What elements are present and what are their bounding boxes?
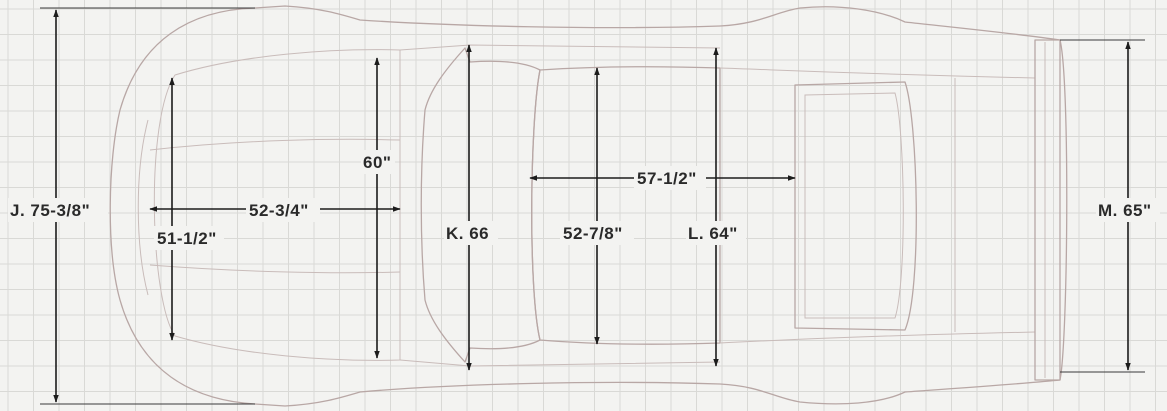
extension-lines: [40, 7, 1145, 405]
front-bumper-line: [137, 119, 149, 296]
label-hood-length: 52-3/4": [249, 201, 309, 220]
label-k: K. 66: [446, 224, 489, 243]
label-roof-width: 52-7/8": [563, 224, 623, 243]
dimension-labels: J. 75-3/8" 52-3/4" 51-1/2" 60" K. 66 52-…: [10, 153, 1152, 248]
label-front-width: 60": [363, 153, 391, 172]
rear-window-inner: [804, 92, 904, 319]
a-pillar-right: [399, 359, 721, 367]
label-front-inner-width: 51-1/2": [157, 229, 217, 248]
car-body-top-view: [109, 5, 1068, 407]
label-m: M. 65": [1098, 201, 1152, 220]
rear-quarter-top: [719, 67, 1036, 79]
a-pillar-left: [399, 44, 721, 51]
label-l: L. 64": [688, 224, 738, 243]
roof-panel: [531, 66, 721, 345]
rear-window: [794, 81, 917, 331]
car-outer-outline: [109, 5, 1068, 407]
front-hood-outline: [153, 49, 401, 361]
rear-bumper: [1034, 39, 1061, 381]
label-backgrounds: [8, 150, 1160, 250]
hood-crease-top: [149, 138, 401, 151]
rear-quarter-bottom: [719, 331, 1036, 344]
label-j: J. 75-3/8": [10, 201, 90, 220]
hood-crease-bottom: [149, 264, 401, 274]
label-roof-length: 57-1/2": [637, 169, 697, 188]
